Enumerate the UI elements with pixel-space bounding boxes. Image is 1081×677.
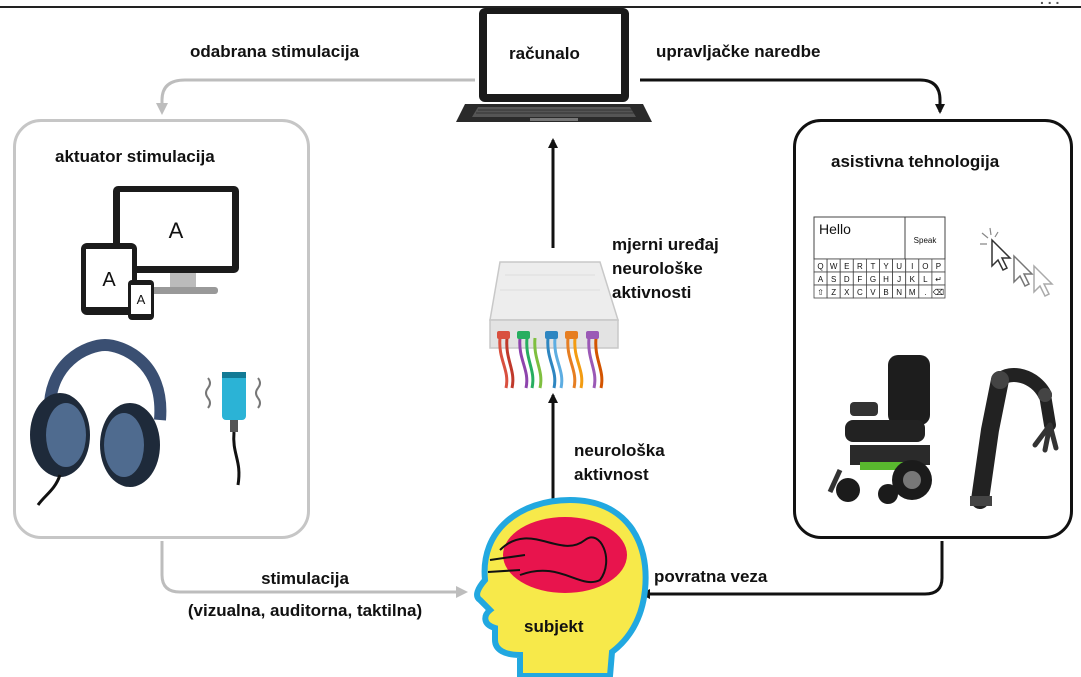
- keyboard-key-label: B: [883, 288, 888, 297]
- keyboard-key-label: H: [883, 275, 889, 284]
- arrow-control-commands: [640, 78, 945, 114]
- keyboard-key-label: I: [911, 262, 913, 271]
- arrow-selected-stimulation: [156, 78, 475, 115]
- keyboard-key-label: J: [897, 275, 901, 284]
- headphones-icon: [30, 338, 167, 506]
- keyboard-key-label: W: [830, 262, 838, 271]
- keyboard-key-label: T: [871, 262, 876, 271]
- measurement-label-line1: mjerni uređaj: [612, 235, 719, 254]
- wheelchair-icon: [827, 355, 932, 504]
- assistive-label: asistivna tehnologija: [831, 152, 1000, 171]
- keyboard-key: [931, 284, 946, 299]
- stimulation-label-line1: stimulacija: [261, 569, 349, 588]
- header-text: . . .: [1040, 0, 1059, 10]
- keyboard-key-label: ⌫: [933, 288, 944, 297]
- selected-stimulation-label: odabrana stimulacija: [190, 42, 360, 61]
- keyboard-key-label: ↵: [935, 275, 942, 284]
- arrow-stimulation: [160, 541, 468, 598]
- tablet-letter: A: [102, 269, 116, 291]
- keyboard-key-label: Z: [831, 288, 836, 297]
- keyboard-key-label: U: [896, 262, 902, 271]
- measurement-label-line2: neurološke: [612, 259, 703, 278]
- keyboard-key-label: Q: [817, 262, 823, 271]
- control-commands-label: upravljačke naredbe: [656, 42, 821, 61]
- header-rule: [0, 6, 1081, 8]
- keyboard-key-label: ⇧: [817, 288, 824, 297]
- actuator-label: aktuator stimulacija: [55, 147, 215, 166]
- eeg-amplifier-icon: [489, 261, 620, 389]
- display-devices-icon: [81, 186, 239, 320]
- keyboard-key-label: N: [896, 288, 902, 297]
- keyboard-key-label: R: [857, 262, 863, 271]
- feedback-label: povratna veza: [654, 567, 768, 586]
- keyboard-key-label: C: [857, 288, 863, 297]
- keyboard-key-label: M: [909, 288, 916, 297]
- keyboard-key-label: S: [831, 275, 836, 284]
- keyboard-key-label: K: [910, 275, 916, 284]
- keyboard-key-label: .: [924, 288, 926, 297]
- keyboard-key-label: P: [936, 262, 941, 271]
- computer-label: računalo: [509, 44, 580, 63]
- cursor-icons: [980, 227, 1054, 298]
- stimulation-label-line2: (vizualna, auditorna, taktilna): [187, 601, 423, 620]
- keyboard-key-label: Y: [883, 262, 889, 271]
- keyboard-key-label: F: [857, 275, 862, 284]
- keyboard-text: Hello: [819, 221, 851, 237]
- keyboard-key-label: D: [844, 275, 850, 284]
- keyboard-key-label: V: [870, 288, 876, 297]
- keyboard-key-label: O: [922, 262, 928, 271]
- vibration-motor-icon: [205, 372, 261, 486]
- keyboard-key-label: A: [818, 275, 824, 284]
- subject-head-icon: [474, 496, 649, 677]
- keyboard-key-label: E: [844, 262, 849, 271]
- arrow-feedback: [640, 541, 944, 599]
- monitor-letter: A: [169, 218, 184, 243]
- robotic-arm-icon: [970, 368, 1059, 509]
- measurement-label-line3: aktivnosti: [612, 283, 692, 302]
- neuro-activity-label-line1: neurološka: [574, 441, 665, 460]
- speak-key: Speak: [914, 236, 938, 245]
- phone-letter: A: [137, 292, 146, 307]
- assistive-box: [793, 119, 1073, 539]
- keyboard-key-label: G: [870, 275, 876, 284]
- laptop-icon: [456, 8, 652, 122]
- keyboard-key-label: L: [923, 275, 928, 284]
- neuro-activity-label-line2: aktivnost: [574, 465, 649, 484]
- keyboard-key-label: X: [844, 288, 850, 297]
- subject-label: subjekt: [524, 617, 584, 636]
